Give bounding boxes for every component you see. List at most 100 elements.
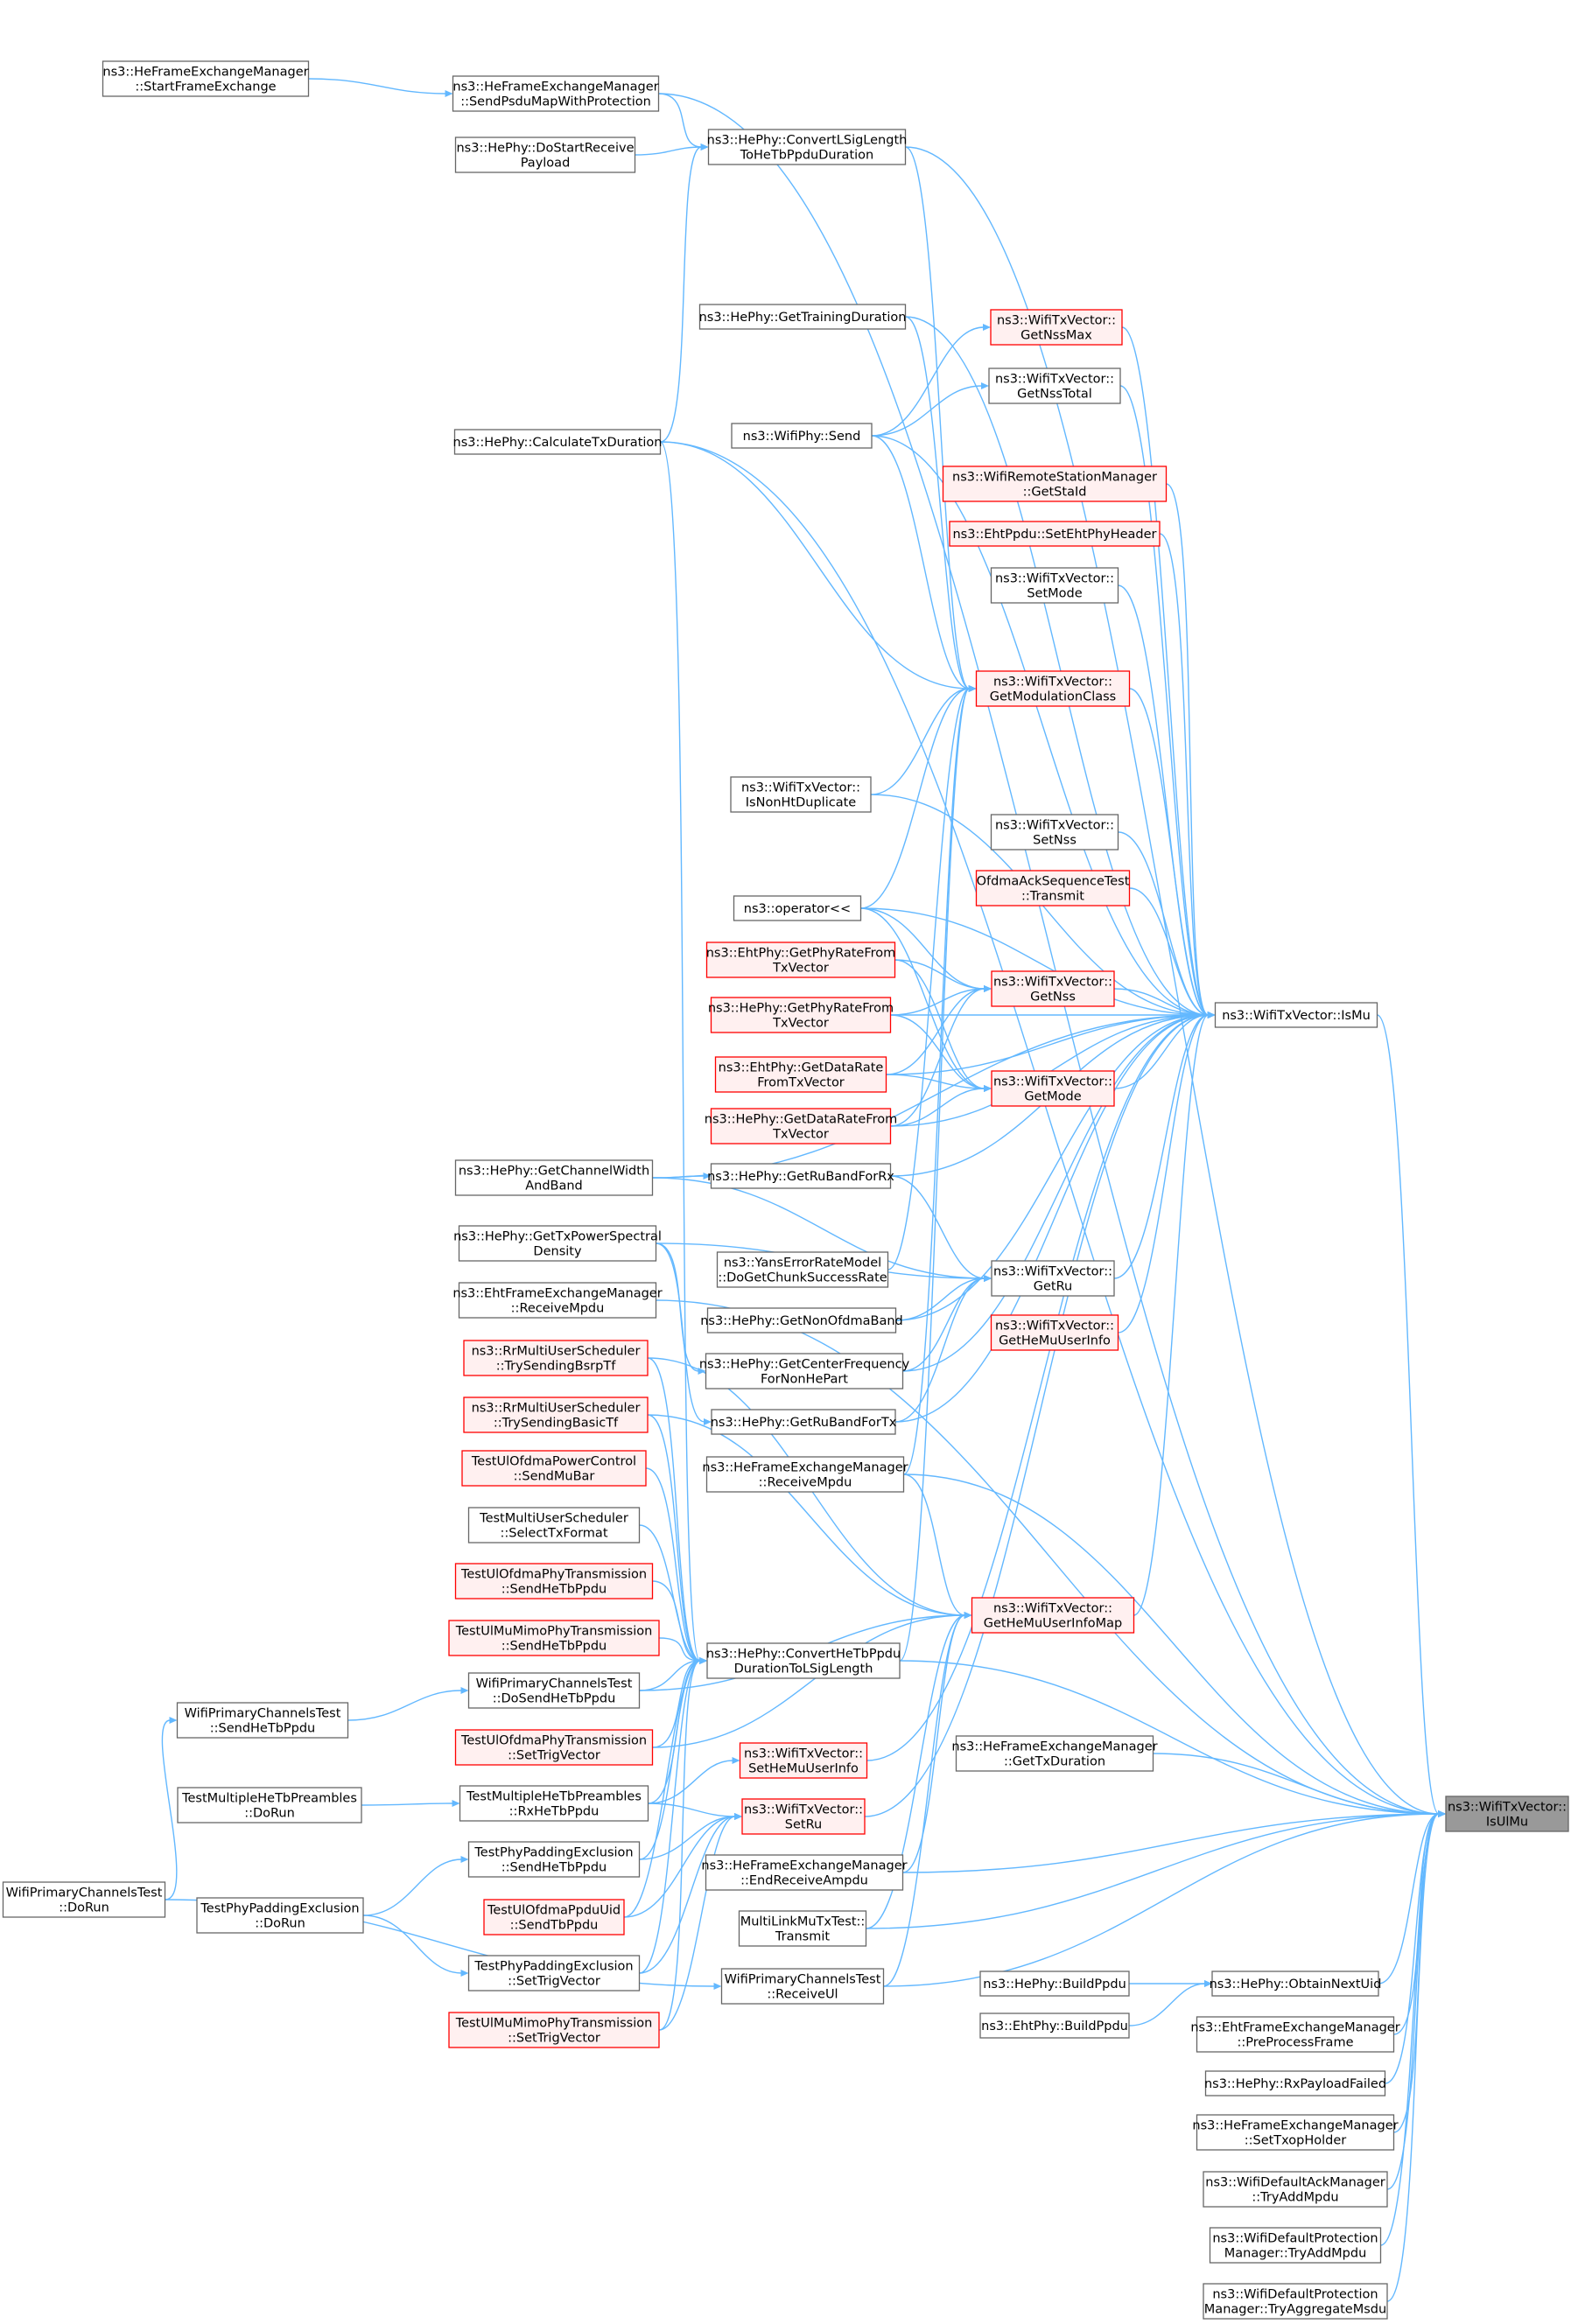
- node-HeFemEndReceiveAmpdu[interactable]: ns3::HeFrameExchangeManager::EndReceiveA…: [701, 1854, 908, 1891]
- node-WifiDefaultAckTryAddMpdu[interactable]: ns3::WifiDefaultAckManager::TryAddMpdu: [1203, 2171, 1388, 2208]
- edge-TestUlMuMimoSetTrigVector-to-SetRu: [658, 1816, 736, 2031]
- node-WifiPrimaryDoRun[interactable]: WifiPrimaryChannelsTest::DoRun: [2, 1881, 166, 1918]
- edge-IsNonHtDuplicate-to-GetModulationClass: [870, 688, 970, 795]
- node-WifiPrimarySendHeTbPpdu[interactable]: WifiPrimaryChannelsTest::SendHeTbPpdu: [176, 1702, 349, 1739]
- edge-arrowhead: [984, 1275, 992, 1282]
- node-GetModulationClass[interactable]: ns3::WifiTxVector::GetModulationClass: [975, 670, 1131, 707]
- edge-OperatorShift-to-GetModulationClass: [860, 688, 970, 909]
- node-GetRu[interactable]: ns3::WifiTxVector::GetRu: [991, 1260, 1115, 1297]
- node-HePhyGetCenterFrequency[interactable]: ns3::HePhy::GetCenterFrequencyForNonHePa…: [699, 1353, 910, 1390]
- node-box: [991, 970, 1115, 1007]
- node-OperatorShift[interactable]: ns3::operator<<: [733, 895, 862, 921]
- node-HeFemGetTxDuration[interactable]: ns3::HeFrameExchangeManager::GetTxDurati…: [951, 1735, 1158, 1772]
- node-TestMultipleHeTbDoRun[interactable]: TestMultipleHeTbPreambles::DoRun: [177, 1787, 362, 1824]
- node-HePhyGetNonOfdmaBand[interactable]: ns3::HePhy::GetNonOfdmaBand: [700, 1307, 903, 1334]
- node-label-line: ::TrySendingBasicTf: [494, 1417, 619, 1431]
- node-box: [990, 567, 1119, 604]
- node-TestMultipleHeTbRxHeTbPpdu[interactable]: TestMultipleHeTbPreambles::RxHeTbPpdu: [459, 1785, 649, 1822]
- node-GetMode[interactable]: ns3::WifiTxVector::GetMode: [991, 1070, 1115, 1107]
- node-TestUlOfdmaPowerSendMuBar[interactable]: TestUlOfdmaPowerControl::SendMuBar: [461, 1450, 647, 1487]
- edge-EhtGetDataRate-to-GetNss: [886, 988, 985, 1075]
- edge-arrowhead: [713, 1983, 722, 1990]
- node-HePhyGetRuBandForTx[interactable]: ns3::HePhy::GetRuBandForTx: [711, 1409, 897, 1435]
- node-HeFemReceiveMpdu[interactable]: ns3::HeFrameExchangeManager::ReceiveMpdu: [702, 1456, 908, 1493]
- node-SetHeMuUserInfo[interactable]: ns3::WifiTxVector::SetHeMuUserInfo: [739, 1742, 868, 1779]
- node-box: [990, 309, 1123, 346]
- node-SetNss[interactable]: ns3::WifiTxVector::SetNss: [990, 814, 1119, 850]
- node-label-line: ns3::RrMultiUserScheduler: [472, 1402, 641, 1416]
- node-TestPhyPaddingSendHeTbPpdu[interactable]: TestPhyPaddingExclusion::SendHeTbPpdu: [467, 1841, 641, 1878]
- node-label-line: WifiPrimaryChannelsTest: [725, 1973, 881, 1987]
- node-EhtPhyBuildPpdu[interactable]: ns3::EhtPhy::BuildPpdu: [979, 2012, 1130, 2039]
- node-HePhyCalculateTxDuration[interactable]: ns3::HePhy::CalculateTxDuration: [453, 429, 663, 455]
- node-label-line: ::PreProcessFrame: [1237, 2036, 1353, 2050]
- node-GetNssTotal[interactable]: ns3::WifiTxVector::GetNssTotal: [988, 368, 1121, 404]
- node-TestMultiUserSelectTxFormat[interactable]: TestMultiUserScheduler::SelectTxFormat: [467, 1507, 641, 1544]
- node-RrTrySendingBsrpTf[interactable]: ns3::RrMultiUserScheduler::TrySendingBsr…: [463, 1340, 649, 1376]
- node-HePhyObtainNextUid[interactable]: ns3::HePhy::ObtainNextUid: [1210, 1970, 1382, 1997]
- node-TestUlMuMimoSendHeTbPpdu[interactable]: TestUlMuMimoPhyTransmission::SendHeTbPpd…: [448, 1620, 660, 1656]
- node-label-line: ns3::HePhy::GetChannelWidth: [459, 1165, 649, 1179]
- node-box: [1196, 2114, 1395, 2151]
- edge-HePhyCalculateTxDuration-to-GetModulationClass: [660, 441, 970, 690]
- node-HeFemSendPsduMap[interactable]: ns3::HeFrameExchangeManager::SendPsduMap…: [452, 75, 660, 112]
- node-HePhyConvertLSig[interactable]: ns3::HePhy::ConvertLSigLengthToHeTbPpduD…: [707, 129, 908, 165]
- node-TestUlOfdmaPhySetTrigVector[interactable]: TestUlOfdmaPhyTransmission::SetTrigVecto…: [454, 1729, 654, 1766]
- node-GetHeMuUserInfoMap[interactable]: ns3::WifiTxVector::GetHeMuUserInfoMap: [971, 1597, 1135, 1634]
- node-WifiDefaultProtectionTryAddMpdu[interactable]: ns3::WifiDefaultProtectionManager::TryAd…: [1209, 2227, 1382, 2264]
- node-OfdmaAckTransmit[interactable]: OfdmaAckSequenceTest::Transmit: [975, 870, 1131, 906]
- node-TestPhyPaddingSetTrigVector[interactable]: TestPhyPaddingExclusion::SetTrigVector: [467, 1955, 641, 1992]
- node-HeFemStartFrameExchange[interactable]: ns3::HeFrameExchangeManager::StartFrameE…: [102, 60, 310, 97]
- node-HeFemSetTxopHolder[interactable]: ns3::HeFrameExchangeManager::SetTxopHold…: [1192, 2114, 1399, 2151]
- node-TestUlOfdmaPhySendHeTbPpdu[interactable]: TestUlOfdmaPhyTransmission::SendHeTbPpdu: [454, 1563, 654, 1600]
- node-RrTrySendingBasicTf[interactable]: ns3::RrMultiUserScheduler::TrySendingBas…: [463, 1396, 649, 1433]
- node-HePhyConvertHeTbPpdu[interactable]: ns3::HePhy::ConvertHeTbPpduDurationToLSi…: [706, 1642, 901, 1679]
- node-SetRu[interactable]: ns3::WifiTxVector::SetRu: [741, 1798, 866, 1835]
- node-EhtFemReceiveMpdu[interactable]: ns3::EhtFrameExchangeManager::ReceiveMpd…: [452, 1282, 663, 1319]
- node-IsUlMu[interactable]: ns3::WifiTxVector::IsUlMu: [1445, 1796, 1569, 1832]
- edge-SetHeMuUserInfo-to-IsMu: [866, 1014, 1209, 1761]
- edge-TestUlMuMimoSetTrigVector-to-HePhyConvertHeTbPpdu: [658, 1660, 701, 2031]
- node-IsNonHtDuplicate[interactable]: ns3::WifiTxVector::IsNonHtDuplicate: [730, 776, 872, 813]
- node-label-line: GetMode: [1024, 1090, 1081, 1104]
- node-label-line: ns3::HeFrameExchangeManager: [452, 80, 658, 94]
- node-WifiDefaultProtectionTryAggregateMsdu[interactable]: ns3::WifiDefaultProtectionManager::TryAg…: [1203, 2283, 1388, 2320]
- node-SetMode[interactable]: ns3::WifiTxVector::SetMode: [990, 567, 1119, 604]
- node-WifiPhySend[interactable]: ns3::WifiPhy::Send: [731, 423, 873, 449]
- node-HePhyBuildPpdu[interactable]: ns3::HePhy::BuildPpdu: [979, 1970, 1130, 1997]
- node-WifiPrimaryDoSendHeTbPpdu[interactable]: WifiPrimaryChannelsTest::DoSendHeTbPpdu: [467, 1672, 641, 1709]
- node-box: [1211, 1970, 1379, 1997]
- edge-arrowhead: [981, 382, 989, 389]
- node-HePhyGetRuBandForRx[interactable]: ns3::HePhy::GetRuBandForRx: [707, 1163, 894, 1189]
- node-EhtFemPreProcessFrame[interactable]: ns3::EhtFrameExchangeManager::PreProcess…: [1190, 2016, 1400, 2053]
- node-IsMu[interactable]: ns3::WifiTxVector::IsMu: [1214, 1002, 1378, 1028]
- node-TestPhyPaddingDoRun[interactable]: TestPhyPaddingExclusion::DoRun: [196, 1897, 364, 1934]
- node-label-line: TxVector: [772, 962, 829, 976]
- node-GetNss[interactable]: ns3::WifiTxVector::GetNss: [991, 970, 1115, 1007]
- node-box: [990, 1314, 1119, 1351]
- node-TestUlOfdmaPpduUidSendTbPpdu[interactable]: TestUlOfdmaPpduUid::SendTbPpdu: [483, 1899, 625, 1936]
- node-label-line: ns3::WifiDefaultProtection: [1212, 2232, 1378, 2246]
- node-SetEhtPhyHeader[interactable]: ns3::EhtPpdu::SetEhtPhyHeader: [949, 521, 1161, 547]
- node-YansDoGetChunk[interactable]: ns3::YansErrorRateModel::DoGetChunkSucce…: [716, 1251, 889, 1288]
- node-label-line: ns3::HePhy::GetPhyRateFrom: [708, 1002, 894, 1016]
- node-label-line: OfdmaAckSequenceTest: [977, 875, 1130, 889]
- node-GetStaId[interactable]: ns3::WifiRemoteStationManager::GetStaId: [942, 466, 1168, 502]
- edge-arrowhead: [700, 144, 709, 150]
- node-TestUlMuMimoSetTrigVector[interactable]: TestUlMuMimoPhyTransmission::SetTrigVect…: [448, 2012, 660, 2048]
- node-GetNssMax[interactable]: ns3::WifiTxVector::GetNssMax: [990, 309, 1123, 346]
- node-HePhyRxPayloadFailed[interactable]: ns3::HePhy::RxPayloadFailed: [1204, 2070, 1386, 2096]
- node-MultiLinkMuTxTransmit[interactable]: MultiLinkMuTxTest::Transmit: [738, 1910, 867, 1947]
- node-GetHeMuUserInfo[interactable]: ns3::WifiTxVector::GetHeMuUserInfo: [990, 1314, 1119, 1351]
- node-WifiPrimaryReceiveUl[interactable]: WifiPrimaryChannelsTest::ReceiveUl: [720, 1968, 885, 2005]
- node-label-line: GetRu: [1034, 1280, 1072, 1294]
- node-HePhyGetTrainingDuration[interactable]: ns3::HePhy::GetTrainingDuration: [699, 304, 907, 330]
